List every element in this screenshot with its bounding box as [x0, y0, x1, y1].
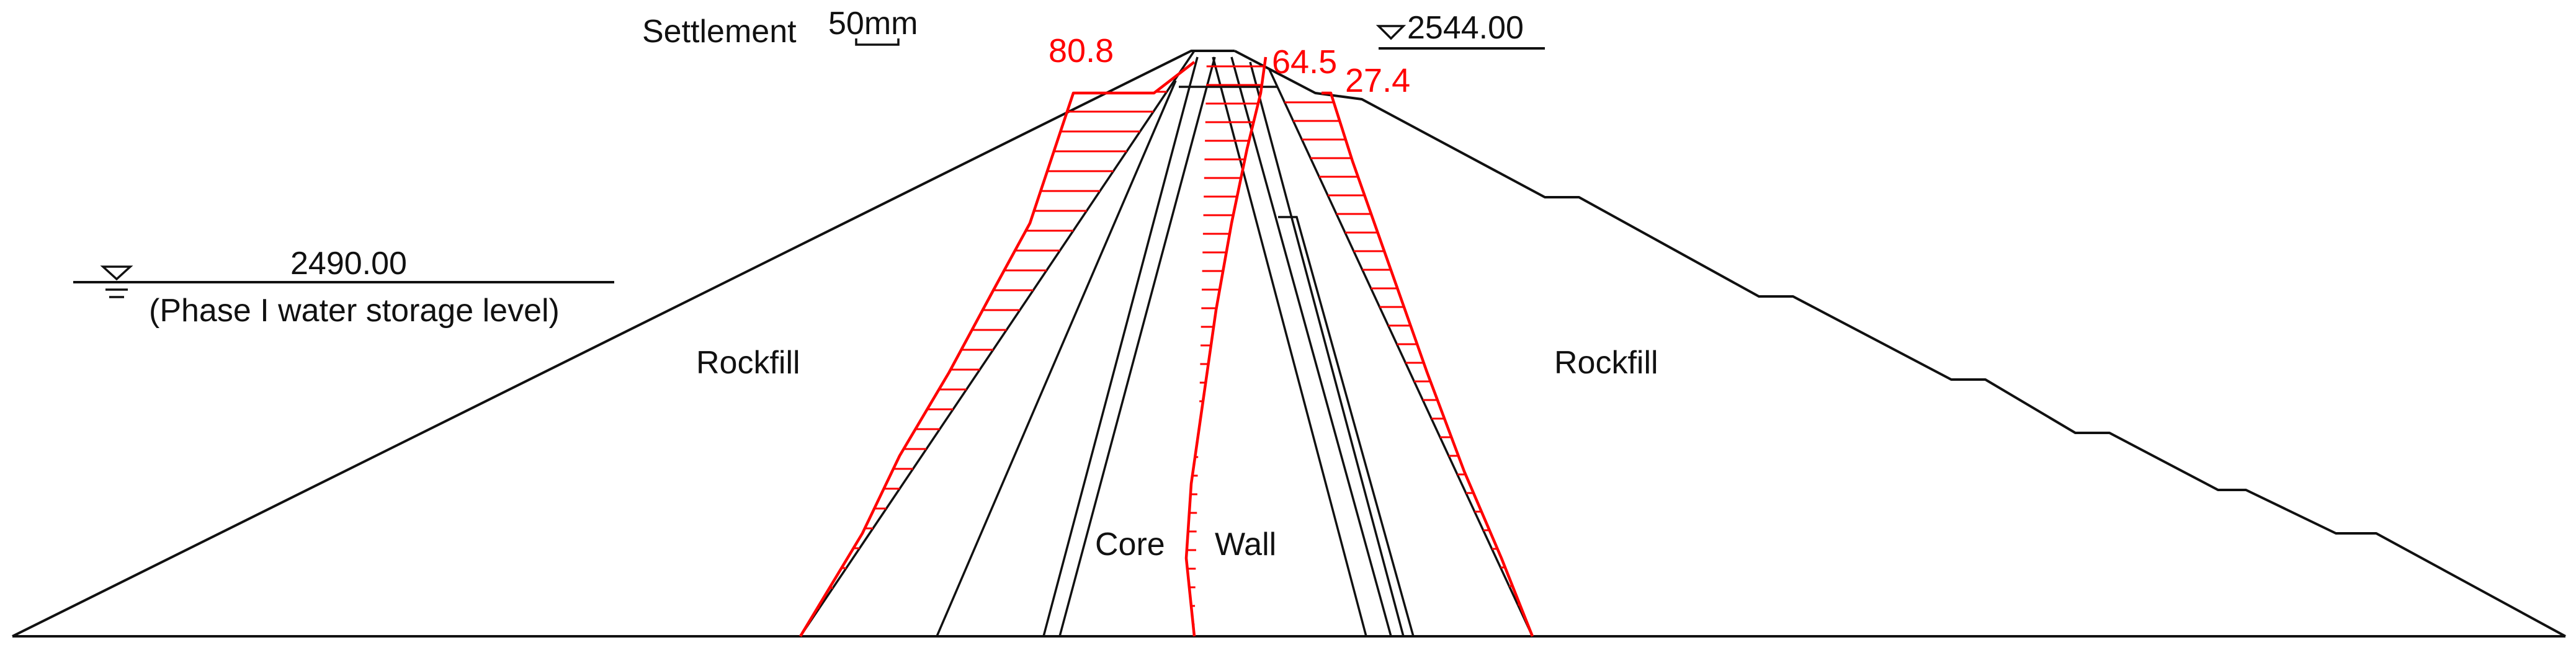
- core-upstream-face-b: [1058, 56, 1216, 637]
- downstream-filter-b: [1278, 216, 1415, 637]
- downstream-max-settlement: 27.4: [1345, 62, 1410, 99]
- water-level-value: 2490.00: [290, 246, 407, 282]
- core-settlement-profile: [1184, 56, 1268, 637]
- dam-internal-zones: [799, 50, 1534, 637]
- settlement-curve-downstream: [1284, 91, 1534, 637]
- rockfill-left-label: Rockfill: [696, 345, 800, 381]
- crest-level-marker-icon: [1375, 25, 1407, 40]
- downstream-filter-a: [1249, 61, 1405, 637]
- settlement-label: Settlement: [642, 14, 797, 50]
- core-downstream-face-a: [1212, 56, 1367, 637]
- wall-label: Wall: [1215, 527, 1276, 562]
- water-level-marker-icon: [100, 265, 133, 281]
- downstream-filter-outer: [1268, 68, 1534, 637]
- downstream-slope: [1234, 50, 2566, 638]
- core-label: Core: [1095, 527, 1165, 562]
- rockfill-right-label: Rockfill: [1554, 345, 1658, 381]
- upstream-max-settlement: 80.8: [1049, 32, 1114, 69]
- water-level-note: (Phase I water storage level): [149, 293, 560, 329]
- upstream-slope: [12, 50, 1235, 638]
- upstream-filter-inner: [936, 80, 1177, 637]
- core-max-settlement: 64.5: [1272, 43, 1337, 81]
- downstream-settlement-profile: [1322, 91, 1534, 637]
- core-upstream-face-a: [1042, 56, 1199, 637]
- settlement-curve-upstream: [799, 61, 1196, 638]
- upstream-settlement-profile: [799, 61, 1196, 638]
- crest-level-value: 2544.00: [1407, 10, 1524, 46]
- dam-outline: [12, 50, 2566, 638]
- core-downstream-face-b: [1230, 56, 1392, 637]
- scale-bar: [855, 38, 900, 46]
- upstream-filter-outer: [799, 50, 1196, 637]
- scale-bar-label: 50mm: [828, 6, 918, 42]
- settlement-curve-core: [1184, 56, 1268, 637]
